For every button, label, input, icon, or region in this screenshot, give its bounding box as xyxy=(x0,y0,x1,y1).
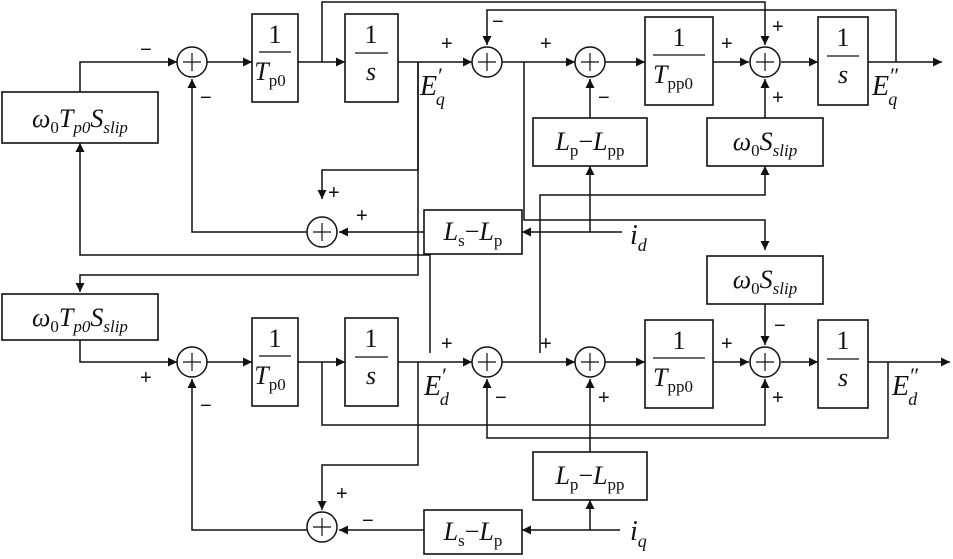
svg-text:1: 1 xyxy=(365,20,378,49)
block-w0sslip-bottom: ω0Sslip xyxy=(706,255,824,305)
label-iq: iq xyxy=(630,516,647,551)
sum-junction-top-feedback xyxy=(306,216,338,248)
svg-text:+: + xyxy=(772,387,784,409)
svg-text:+: + xyxy=(140,367,152,389)
svg-text:+: + xyxy=(328,182,340,204)
svg-text:1: 1 xyxy=(673,326,686,355)
svg-text:+: + xyxy=(540,333,552,355)
label-ed-dprime: E″d xyxy=(891,363,919,409)
block-gain-tpp0-bottom: 1 Tpp0 xyxy=(644,319,714,409)
sum-junction-bottom-3 xyxy=(574,346,606,378)
svg-text:Ls−Lp: Ls−Lp xyxy=(443,517,503,550)
svg-text:+: + xyxy=(772,87,784,109)
svg-text:+: + xyxy=(441,33,453,55)
svg-text:1: 1 xyxy=(269,20,282,49)
svg-text:−: − xyxy=(492,11,504,33)
svg-text:−: − xyxy=(774,315,786,337)
svg-text:s: s xyxy=(366,57,376,86)
block-gain-tp0-bottom: 1 Tp0 xyxy=(251,317,299,407)
svg-text:+: + xyxy=(772,16,784,38)
block-w0sslip-top: ω0Sslip xyxy=(706,117,824,167)
svg-text:−: − xyxy=(200,87,212,109)
block-ls-lp-bottom: Ls−Lp xyxy=(423,509,523,555)
svg-text:1: 1 xyxy=(269,324,282,353)
block-integrator-top-2: 1 s xyxy=(817,16,869,106)
block-gain-tpp0-top: 1 Tpp0 xyxy=(644,16,714,106)
svg-text:Ls−Lp: Ls−Lp xyxy=(443,217,503,250)
svg-text:1: 1 xyxy=(837,326,850,355)
svg-text:1: 1 xyxy=(673,23,686,52)
sum-junction-top-2 xyxy=(471,46,503,78)
block-integrator-bottom-2: 1 s xyxy=(817,319,869,409)
junction-signs: − − + − + − + + + + + + − + − + + + − + … xyxy=(140,11,786,532)
svg-text:+: + xyxy=(356,205,368,227)
svg-text:+: + xyxy=(540,33,552,55)
svg-text:Lp−Lpp: Lp−Lpp xyxy=(554,127,624,160)
block-gain-tp0-top: 1 Tp0 xyxy=(251,13,299,103)
label-id: id xyxy=(630,220,648,255)
svg-text:+: + xyxy=(441,333,453,355)
svg-text:s: s xyxy=(366,361,376,390)
svg-text:−: − xyxy=(362,510,374,532)
svg-text:1: 1 xyxy=(837,23,850,52)
svg-text:−: − xyxy=(598,87,610,109)
sum-junction-bottom-feedback xyxy=(306,511,338,543)
block-lp-lpp-top: Lp−Lpp xyxy=(532,117,648,167)
svg-text:−: − xyxy=(140,39,152,61)
sum-junction-bottom-4 xyxy=(749,346,781,378)
label-eq-dprime: E″q xyxy=(871,63,899,109)
block-w0tp0sslip-bottom: ω0Tp0Sslip xyxy=(1,293,159,341)
svg-text:1: 1 xyxy=(365,324,378,353)
signal-labels: E′q E″q E′d E″d id iq xyxy=(419,63,919,551)
label-eq-prime: E′q xyxy=(419,63,445,109)
svg-text:+: + xyxy=(336,483,348,505)
summing-junctions xyxy=(176,46,781,543)
svg-text:+: + xyxy=(721,33,733,55)
sum-junction-top-1 xyxy=(176,46,208,78)
block-lp-lpp-bottom: Lp−Lpp xyxy=(532,451,648,501)
sum-junction-bottom-2 xyxy=(471,346,503,378)
block-integrator-top-1: 1 s xyxy=(344,13,399,103)
sum-junction-top-4 xyxy=(749,46,781,78)
block-w0tp0sslip-top: ω0Tp0Sslip xyxy=(1,91,159,144)
svg-text:−: − xyxy=(495,387,507,409)
sum-junction-bottom-1 xyxy=(176,346,208,378)
svg-text:+: + xyxy=(721,333,733,355)
wires-top xyxy=(75,1,942,353)
svg-text:s: s xyxy=(838,363,848,392)
svg-text:s: s xyxy=(838,60,848,89)
svg-text:+: + xyxy=(598,387,610,409)
wires-bottom xyxy=(79,304,950,535)
block-ls-lp-top: Ls−Lp xyxy=(423,209,523,255)
sum-junction-top-3 xyxy=(574,46,606,78)
block-integrator-bottom-1: 1 s xyxy=(344,317,399,407)
label-ed-prime: E′d xyxy=(423,363,450,409)
svg-text:−: − xyxy=(200,395,212,417)
